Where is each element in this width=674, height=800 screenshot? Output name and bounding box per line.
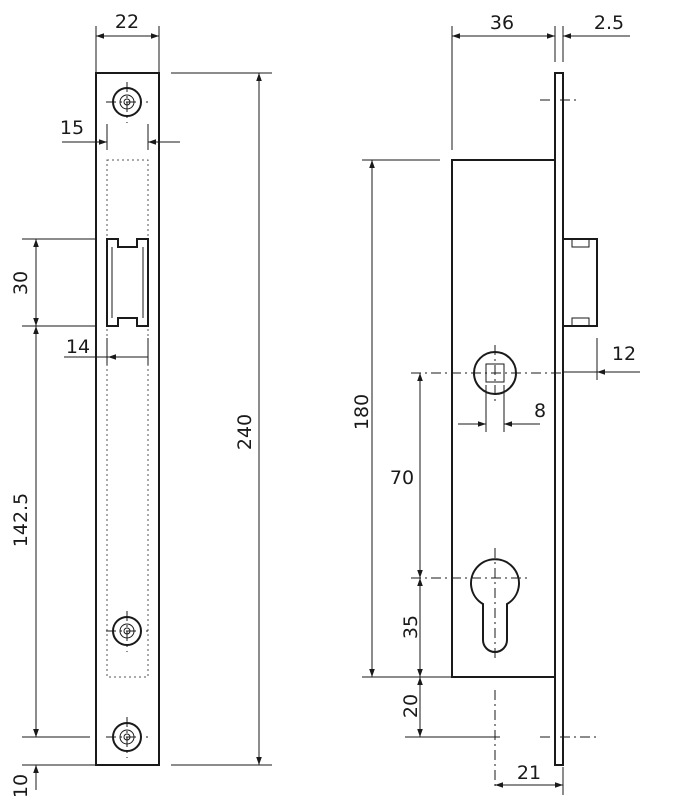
cylinder-cutout xyxy=(411,548,530,660)
dim-14-label: 14 xyxy=(66,336,90,358)
hidden-case-outline xyxy=(106,159,149,678)
dim-backset-width: 15 xyxy=(60,117,180,150)
dim-30-label: 30 xyxy=(10,271,32,295)
dim-case-depth: 36 xyxy=(451,12,556,150)
dim-bottom-to-screw: 20 xyxy=(400,677,500,738)
dim-35-label: 35 xyxy=(400,615,422,639)
dim-240-label: 240 xyxy=(234,414,256,450)
dim-22-label: 22 xyxy=(115,11,139,33)
front-view: 22 15 14 30 14 xyxy=(10,11,272,798)
dim-20-label: 20 xyxy=(400,694,422,718)
dim-12-label: 12 xyxy=(612,343,636,365)
dim-cylinder-backset: 21 xyxy=(495,762,564,795)
dim-180-label: 180 xyxy=(351,394,373,430)
dim-faceplate-thickness: 2.5 xyxy=(562,12,630,62)
dim-21-label: 21 xyxy=(517,762,541,784)
dim-strike-width: 14 xyxy=(64,336,149,365)
lock-case xyxy=(451,159,556,678)
dim-2-5-label: 2.5 xyxy=(594,12,624,34)
middle-screw-hole xyxy=(106,611,148,652)
dim-spindle-square: 8 xyxy=(458,385,546,432)
dim-spindle-to-cylinder: 70 xyxy=(390,373,423,578)
top-screw-hole xyxy=(106,82,148,123)
dim-case-height: 180 xyxy=(351,159,452,678)
dim-142-5-label: 142.5 xyxy=(10,493,32,547)
bottom-screw-hole xyxy=(106,717,148,758)
dim-strike-to-bottom: 142.5 xyxy=(10,326,90,738)
dim-latch-projection: 12 xyxy=(563,338,640,380)
dim-70-label: 70 xyxy=(390,467,414,489)
dim-overall-height: 240 xyxy=(171,72,272,766)
dim-36-label: 36 xyxy=(490,12,514,34)
dim-strike-height: 30 xyxy=(10,238,95,327)
dim-bottom-offset: 10 xyxy=(10,716,95,798)
latch-bolt xyxy=(563,238,598,327)
side-view: 36 2.5 180 70 35 20 xyxy=(351,12,640,795)
dim-8-label: 8 xyxy=(534,400,546,422)
spindle-hub xyxy=(411,345,565,405)
dim-10-label: 10 xyxy=(10,774,32,798)
dim-15-label: 15 xyxy=(60,117,84,139)
dim-faceplate-width: 22 xyxy=(95,11,160,72)
strike-opening xyxy=(106,238,149,327)
side-faceplate xyxy=(554,72,564,766)
faceplate-outline xyxy=(95,72,160,766)
dim-cylinder-to-bottom: 35 xyxy=(400,578,423,677)
